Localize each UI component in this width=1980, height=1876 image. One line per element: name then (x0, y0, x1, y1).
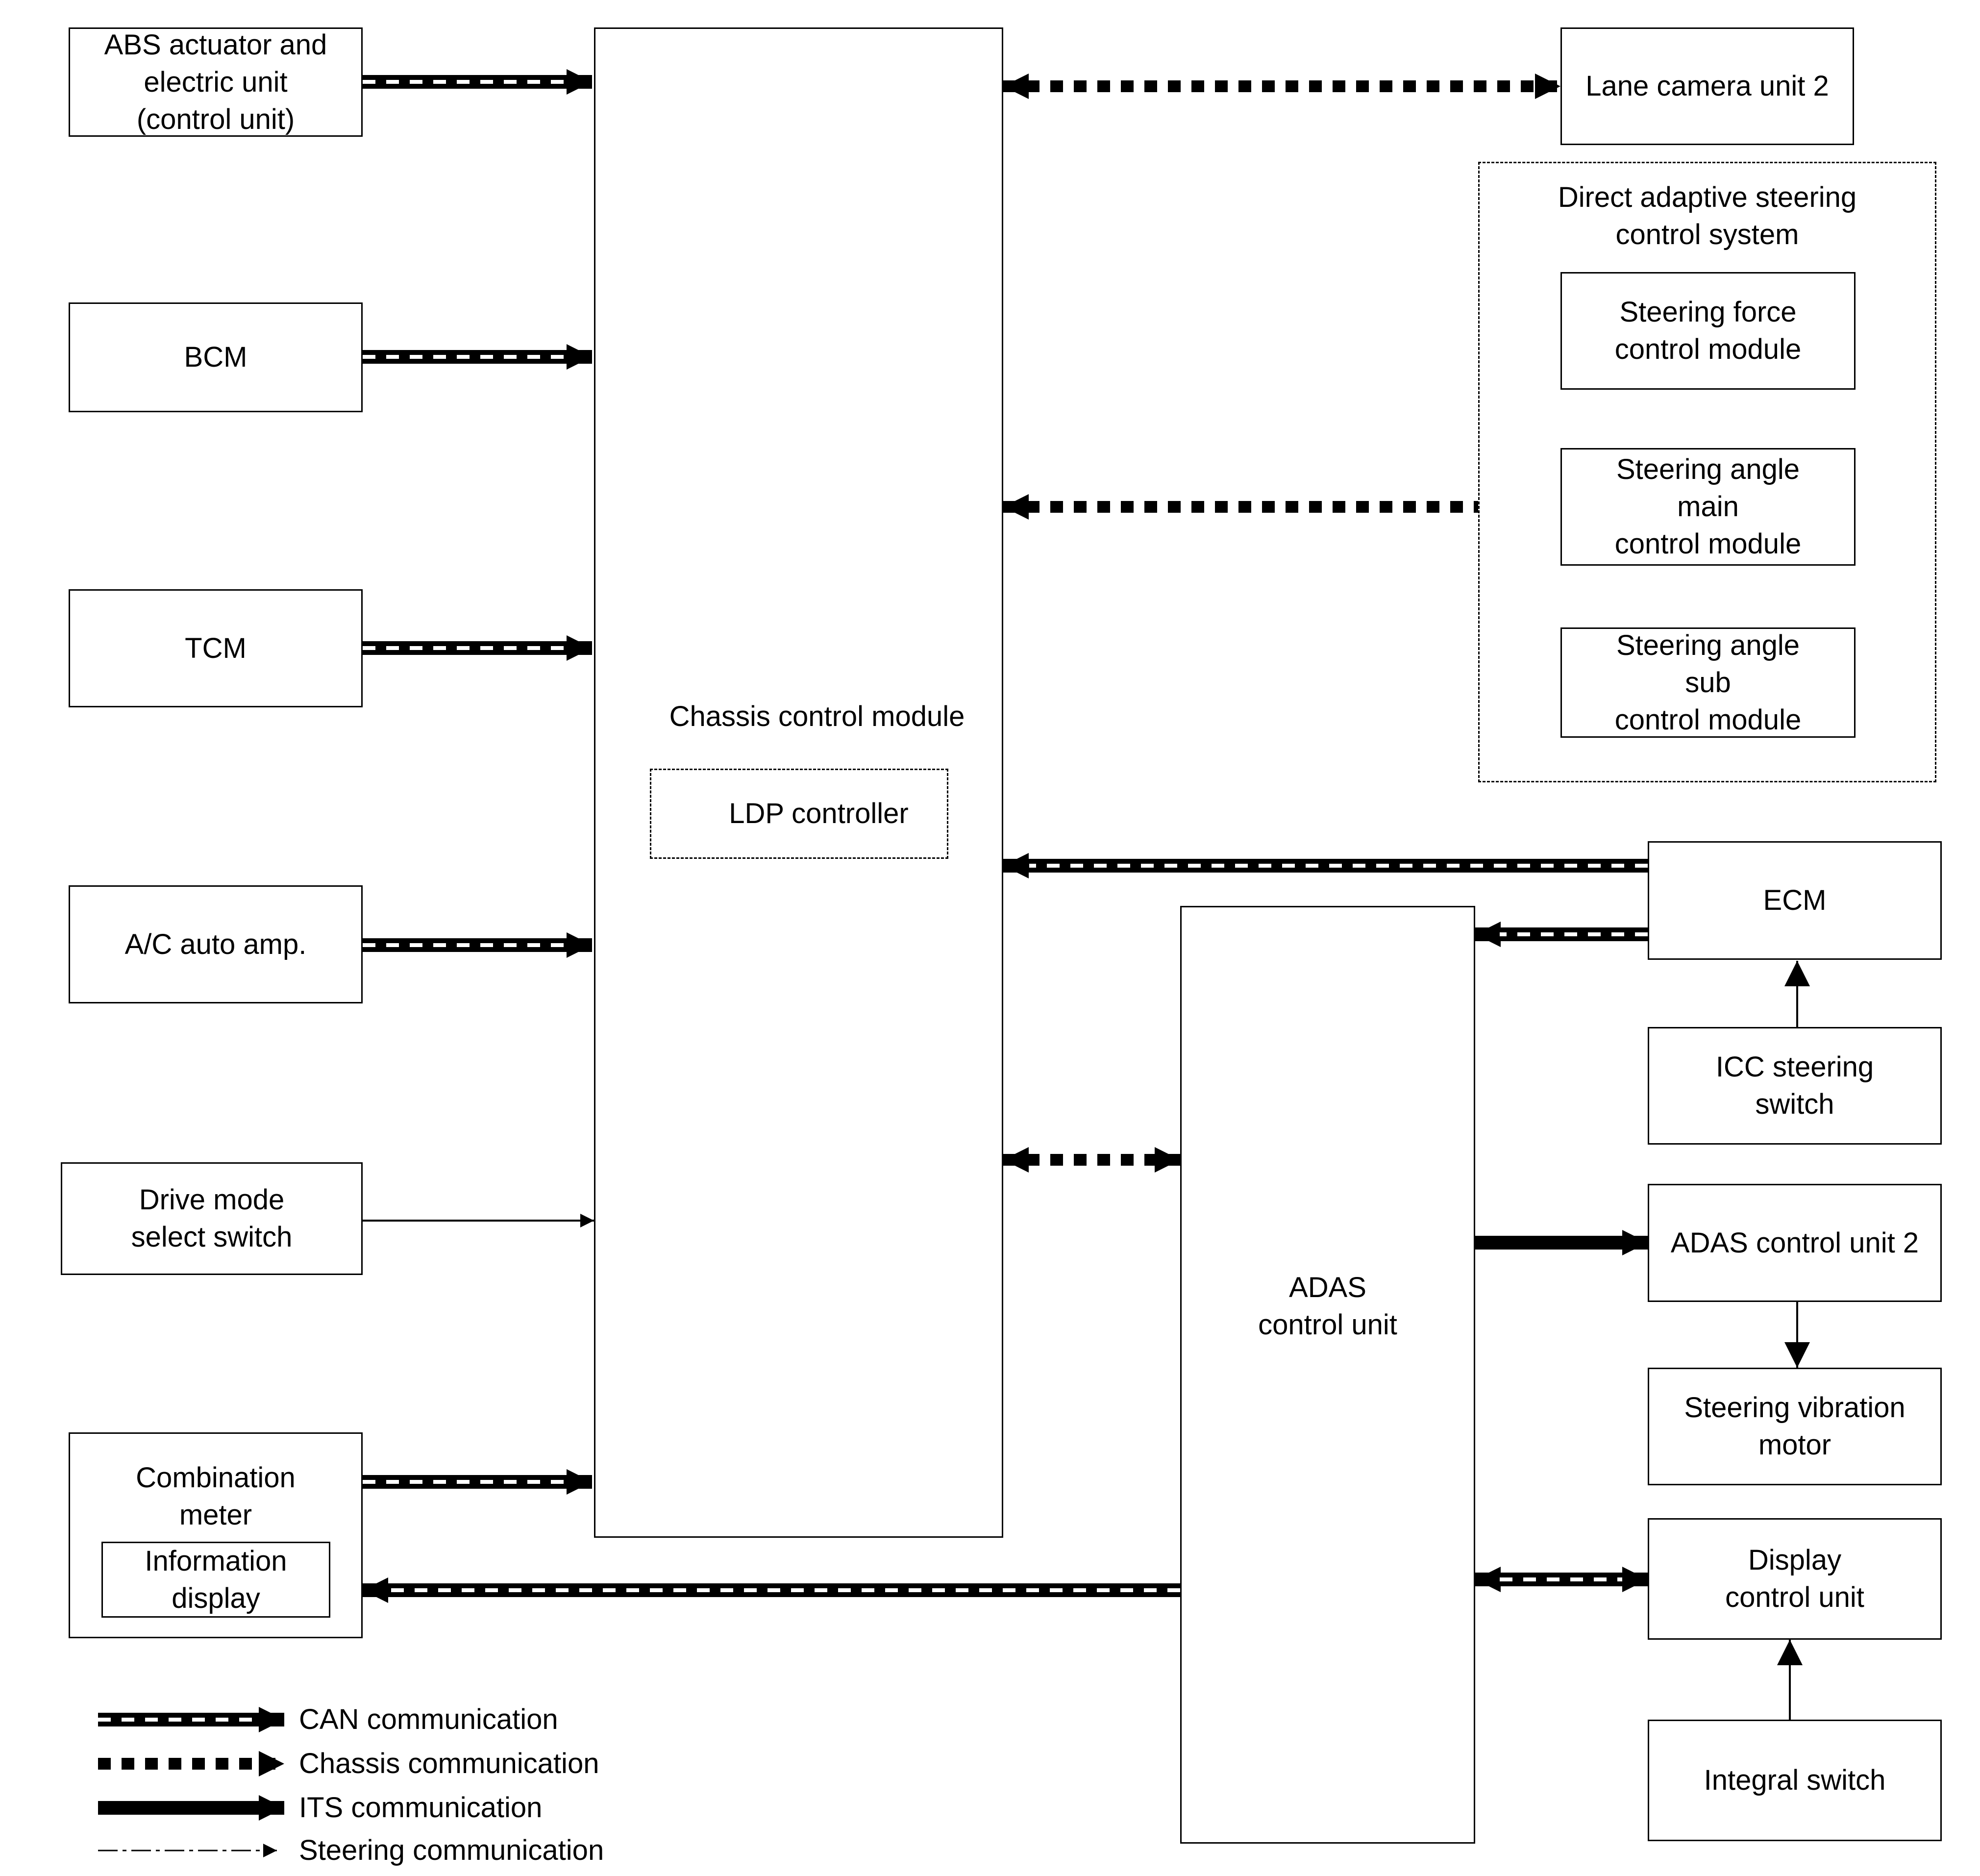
display-control-unit-box: Display control unit (1648, 1518, 1942, 1640)
steering-angle-sub-box: Steering angle sub control module (1560, 627, 1856, 738)
ecm-label: ECM (1763, 884, 1827, 916)
steering-force-module-box: Steering force control module (1560, 272, 1856, 390)
chassis-control-module-label: Chassis control module (669, 700, 965, 732)
das-group-label: Direct adaptive steering control system (1558, 181, 1857, 250)
ldp-controller-label: LDP controller (729, 798, 909, 829)
adas-control-unit-label: ADAS control unit (1258, 1271, 1397, 1341)
drive-mode-switch-label: Drive mode select switch (131, 1184, 293, 1253)
information-display-box: Information display (101, 1542, 330, 1618)
bcm-box: BCM (69, 302, 363, 412)
integral-switch-box: Integral switch (1648, 1720, 1942, 1841)
legend-chassis-label: Chassis communication (299, 1748, 599, 1779)
abs-actuator-label: ABS actuator and electric unit (control … (104, 28, 327, 135)
ac-auto-amp-box: A/C auto amp. (69, 885, 363, 1003)
legend-its-label: ITS communication (299, 1792, 543, 1824)
adas-control-unit-2-box: ADAS control unit 2 (1648, 1184, 1942, 1302)
bcm-label: BCM (184, 341, 248, 373)
steering-angle-main-label: Steering angle main control module (1614, 453, 1802, 560)
information-display-label: Information display (145, 1545, 287, 1614)
combination-meter-label: Combination meter (136, 1462, 296, 1531)
adas-control-unit-2-label: ADAS control unit 2 (1670, 1226, 1919, 1259)
legend-steering-label: Steering communication (299, 1834, 604, 1866)
drive-mode-switch-box: Drive mode select switch (61, 1162, 363, 1275)
steering-vibration-motor-box: Steering vibration motor (1648, 1368, 1942, 1485)
icc-steering-switch-box: ICC steering switch (1648, 1027, 1942, 1145)
display-control-unit-label: Display control unit (1725, 1544, 1864, 1613)
tcm-box: TCM (69, 589, 363, 707)
icc-steering-switch-label: ICC steering switch (1715, 1051, 1874, 1120)
steering-angle-main-box: Steering angle main control module (1560, 448, 1856, 566)
adas-control-unit-box: ADAS control unit (1180, 906, 1475, 1844)
ac-auto-amp-label: A/C auto amp. (124, 928, 307, 960)
steering-vibration-motor-label: Steering vibration motor (1684, 1392, 1906, 1461)
steering-angle-sub-label: Steering angle sub control module (1614, 629, 1802, 736)
lane-camera-label: Lane camera unit 2 (1585, 70, 1829, 102)
ldp-controller-box: LDP controller (650, 769, 948, 859)
integral-switch-label: Integral switch (1704, 1764, 1886, 1796)
ecm-box: ECM (1648, 841, 1942, 960)
abs-actuator-box: ABS actuator and electric unit (control … (69, 27, 363, 137)
tcm-label: TCM (185, 632, 247, 664)
legend-can-label: CAN communication (299, 1703, 558, 1735)
lane-camera-box: Lane camera unit 2 (1560, 27, 1854, 145)
steering-force-module-label: Steering force control module (1614, 296, 1802, 365)
